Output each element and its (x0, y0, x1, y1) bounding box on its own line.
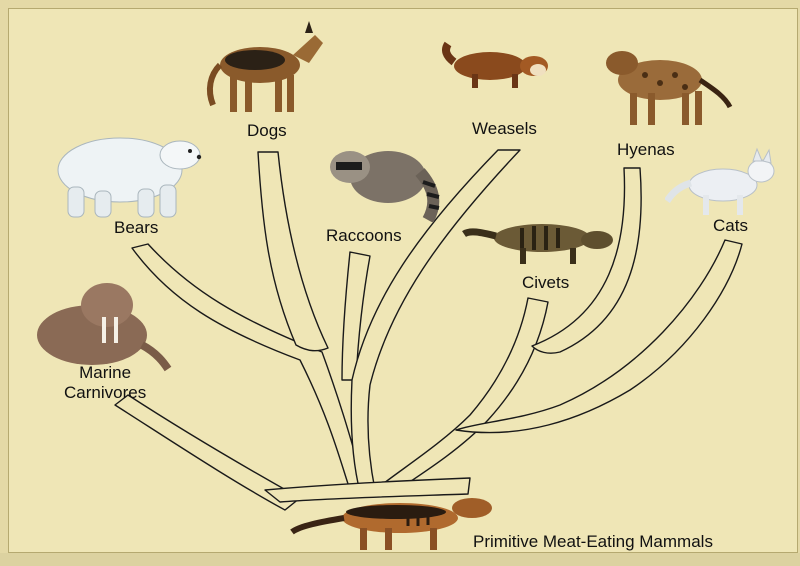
label-bears: Bears (114, 218, 158, 238)
weasel-illustration (442, 38, 554, 93)
raccoon-illustration (328, 132, 443, 222)
dog-illustration (205, 15, 330, 120)
label-raccoons: Raccoons (326, 226, 402, 246)
polar-bear-illustration (40, 115, 210, 225)
label-dogs: Dogs (247, 121, 287, 141)
hyena-illustration (600, 35, 735, 130)
label-cats: Cats (713, 216, 748, 236)
walrus-illustration (22, 275, 172, 375)
background-strip (0, 553, 800, 566)
branch-dogs (258, 152, 328, 351)
civet-illustration (462, 210, 622, 270)
cat-illustration (665, 145, 785, 220)
label-primitive-meat-eating-mammals: Primitive Meat-Eating Mammals (473, 532, 713, 552)
label-civets: Civets (522, 273, 569, 293)
label-marine-line1: Marine (64, 363, 146, 383)
label-hyenas: Hyenas (617, 140, 675, 160)
label-weasels: Weasels (472, 119, 537, 139)
label-marine-carnivores: Marine Carnivores (64, 363, 146, 403)
primitive-mammal-illustration (290, 488, 500, 558)
label-marine-line2: Carnivores (64, 383, 146, 403)
branch-civets (375, 298, 548, 495)
